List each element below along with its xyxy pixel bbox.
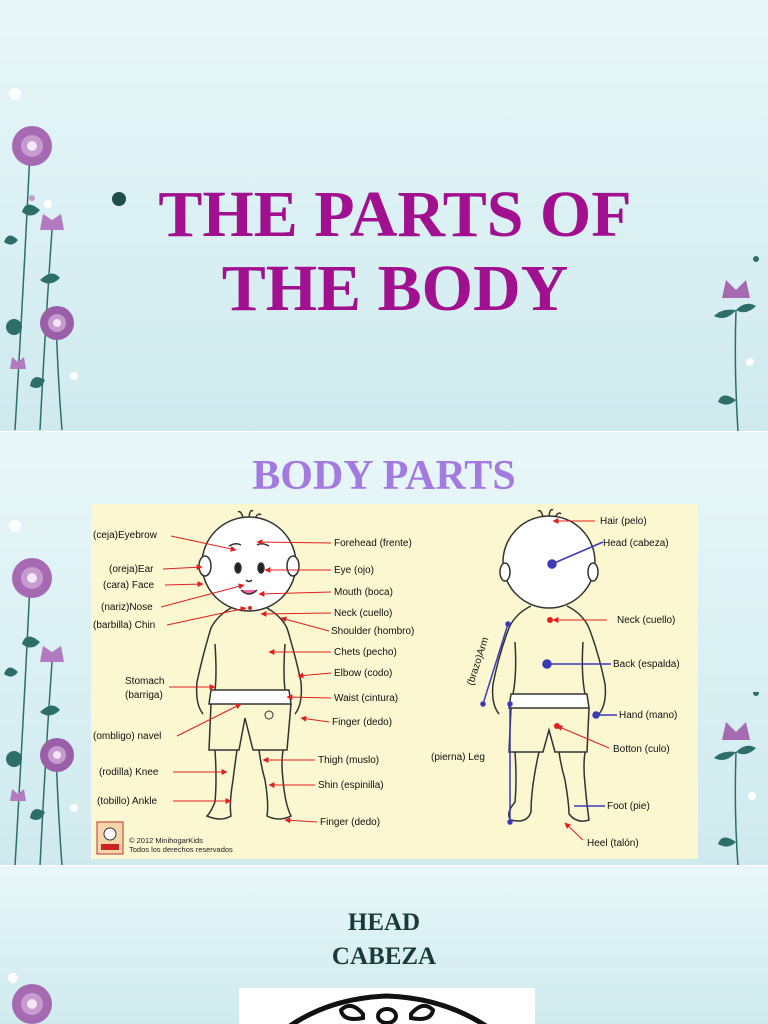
head-slide: HEAD CABEZA bbox=[0, 866, 768, 1024]
slide-title: BODY PARTS bbox=[252, 453, 516, 499]
flower-decoration-left bbox=[8, 973, 52, 1024]
label-finger: Finger (dedo) bbox=[332, 717, 392, 728]
label-heel: Heel (talón) bbox=[587, 838, 639, 849]
label-navel: (ombligo) navel bbox=[93, 731, 161, 742]
label-shin: Shin (espinilla) bbox=[318, 780, 384, 791]
label-eye: Eye (ojo) bbox=[334, 565, 374, 576]
front-child-figure bbox=[195, 509, 303, 820]
label-back-neck: Neck (cuello) bbox=[617, 615, 675, 626]
label-head: Head (cabeza) bbox=[603, 538, 669, 549]
label-mouth: Mouth (boca) bbox=[334, 587, 393, 598]
label-shoulder: Shoulder (hombro) bbox=[331, 626, 414, 637]
flower-decoration-left bbox=[4, 88, 78, 431]
label-stomach: Stomach bbox=[125, 676, 164, 687]
title-slide: THE PARTS OF THE BODY bbox=[0, 0, 768, 432]
label-waist: Waist (cintura) bbox=[334, 693, 398, 704]
label-chin: (barbilla) Chin bbox=[93, 620, 155, 631]
label-face: (cara) Face bbox=[103, 580, 155, 591]
copyright-line: © 2012 MinihogarKids bbox=[129, 836, 203, 845]
label-forehead: Forehead (frente) bbox=[334, 538, 412, 549]
copyright-rights: Todos los derechos reservados bbox=[129, 845, 233, 854]
slide-title: HEAD CABEZA bbox=[331, 909, 437, 970]
head-drawing bbox=[239, 988, 535, 1024]
label-ankle: (tobillo) Ankle bbox=[97, 796, 157, 807]
label-thigh: Thigh (muslo) bbox=[318, 755, 379, 766]
flower-decoration-right bbox=[714, 256, 759, 432]
label-knee: (rodilla) Knee bbox=[99, 767, 159, 778]
label-toe: Finger (dedo) bbox=[320, 817, 380, 828]
label-hand: Hand (mano) bbox=[619, 710, 677, 721]
label-nose: (nariz)Nose bbox=[101, 602, 153, 613]
body-parts-diagram: (ceja)Eyebrow (oreja)Ear (cara) Face (na… bbox=[93, 508, 680, 855]
label-foot: Foot (pie) bbox=[607, 801, 650, 812]
back-blue-markers bbox=[480, 541, 617, 825]
label-arm: (brazo)Arm bbox=[465, 636, 491, 687]
label-bottom: Botton (culo) bbox=[613, 744, 670, 755]
flower-decoration-left bbox=[4, 520, 78, 866]
label-back: Back (espalda) bbox=[613, 659, 680, 670]
head-outline bbox=[288, 993, 488, 1024]
back-pointer-arrows bbox=[552, 518, 610, 841]
bullet-point bbox=[112, 192, 126, 206]
label-neck: Neck (cuello) bbox=[334, 608, 392, 619]
minihogarkids-logo bbox=[96, 821, 124, 855]
label-chest: Chets (pecho) bbox=[334, 647, 397, 658]
front-pointer-arrows bbox=[160, 535, 332, 824]
body-diagram-panel: (ceja)Eyebrow (oreja)Ear (cara) Face (na… bbox=[91, 504, 698, 859]
label-stomach-es: (barriga) bbox=[125, 690, 163, 701]
body-parts-slide: BODY PARTS bbox=[0, 432, 768, 866]
flower-decoration-right bbox=[714, 692, 759, 866]
label-ear: (oreja)Ear bbox=[109, 564, 154, 575]
label-leg: (pierna) Leg bbox=[431, 752, 485, 763]
label-elbow: Elbow (codo) bbox=[334, 668, 392, 679]
label-eyebrow: (ceja)Eyebrow bbox=[93, 530, 158, 541]
label-hair: Hair (pelo) bbox=[600, 516, 647, 527]
slide-title: THE PARTS OF THE BODY bbox=[158, 178, 632, 325]
